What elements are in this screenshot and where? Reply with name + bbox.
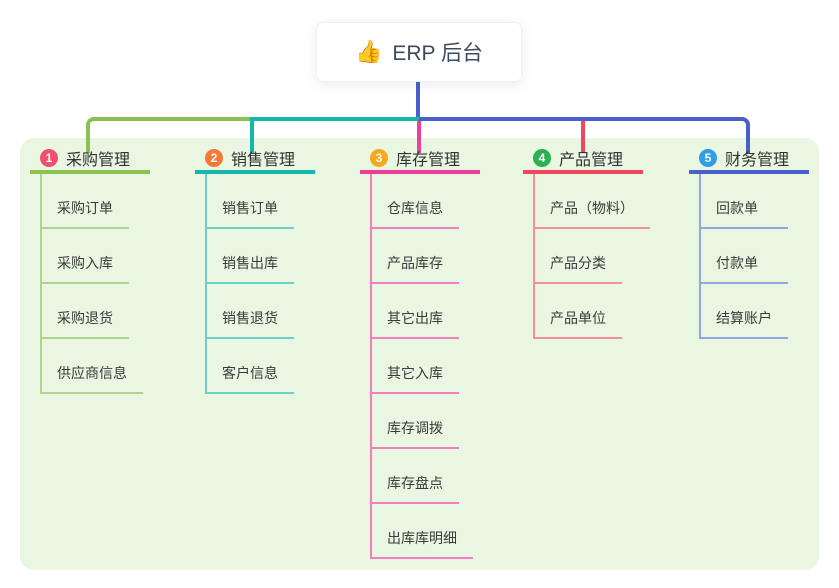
connector-branch3-drop bbox=[417, 121, 421, 153]
child-node[interactable]: 采购入库 bbox=[42, 229, 129, 284]
branch-title-node[interactable]: 2 销售管理 bbox=[195, 146, 315, 174]
branch-children: 销售订单 销售出库 销售退货 客户信息 bbox=[205, 174, 294, 394]
branch-title-label: 财务管理 bbox=[725, 152, 790, 169]
child-node[interactable]: 采购退货 bbox=[42, 284, 129, 339]
child-node[interactable]: 库存盘点 bbox=[372, 449, 459, 504]
child-node[interactable]: 其它入库 bbox=[372, 339, 459, 394]
branch-title-node[interactable]: 3 库存管理 bbox=[360, 146, 480, 174]
connector-branch2-elbow bbox=[250, 117, 419, 153]
child-node[interactable]: 产品单位 bbox=[535, 284, 622, 339]
child-node[interactable]: 库存调拨 bbox=[372, 394, 459, 449]
branches-panel bbox=[20, 138, 819, 570]
child-node[interactable]: 供应商信息 bbox=[42, 339, 143, 394]
root-node-label: ERP 后台 bbox=[392, 42, 484, 65]
child-node[interactable]: 出库库明细 bbox=[372, 504, 473, 559]
child-node[interactable]: 仓库信息 bbox=[372, 174, 459, 229]
thumbs-up-icon: 👍 bbox=[354, 39, 383, 64]
branch-children: 采购订单 采购入库 采购退货 供应商信息 bbox=[40, 174, 143, 394]
branch-title-label: 库存管理 bbox=[396, 152, 461, 169]
branch-title-node[interactable]: 5 财务管理 bbox=[689, 146, 809, 174]
child-node[interactable]: 采购订单 bbox=[42, 174, 129, 229]
branch-number-badge: 3 bbox=[370, 149, 388, 167]
child-node[interactable]: 付款单 bbox=[701, 229, 788, 284]
branch: 5 财务管理 回款单 付款单 结算账户 bbox=[689, 146, 809, 339]
branch-number-badge: 4 bbox=[533, 149, 551, 167]
branch-title-node[interactable]: 4 产品管理 bbox=[523, 146, 643, 174]
connector-branch1-elbow bbox=[86, 117, 252, 153]
child-node[interactable]: 销售出库 bbox=[207, 229, 294, 284]
branch-children: 仓库信息 产品库存 其它出库 其它入库 库存调拨 库存盘点 出库库明细 bbox=[370, 174, 473, 559]
child-node[interactable]: 产品库存 bbox=[372, 229, 459, 284]
branch-title-node[interactable]: 1 采购管理 bbox=[30, 146, 150, 174]
child-node[interactable]: 其它出库 bbox=[372, 284, 459, 339]
connector-root-vertical bbox=[416, 81, 420, 121]
branch-number-badge: 5 bbox=[699, 149, 717, 167]
child-node[interactable]: 回款单 bbox=[701, 174, 788, 229]
branch: 4 产品管理 产品（物料） 产品分类 产品单位 bbox=[523, 146, 650, 339]
connector-branch5-elbow bbox=[419, 117, 750, 153]
connector-branch4-drop bbox=[581, 121, 585, 153]
child-node[interactable]: 销售退货 bbox=[207, 284, 294, 339]
branch-number-badge: 1 bbox=[40, 149, 58, 167]
branch-children: 回款单 付款单 结算账户 bbox=[699, 174, 788, 339]
branch-number-badge: 2 bbox=[205, 149, 223, 167]
child-node[interactable]: 客户信息 bbox=[207, 339, 294, 394]
branch-title-label: 销售管理 bbox=[231, 152, 296, 169]
branch: 1 采购管理 采购订单 采购入库 采购退货 供应商信息 bbox=[30, 146, 150, 394]
child-node[interactable]: 销售订单 bbox=[207, 174, 294, 229]
branch: 3 库存管理 仓库信息 产品库存 其它出库 其它入库 库存调拨 库存盘点 出库库… bbox=[360, 146, 480, 559]
branch-title-label: 采购管理 bbox=[66, 152, 131, 169]
child-node[interactable]: 产品分类 bbox=[535, 229, 622, 284]
branch: 2 销售管理 销售订单 销售出库 销售退货 客户信息 bbox=[195, 146, 315, 394]
branch-children: 产品（物料） 产品分类 产品单位 bbox=[533, 174, 650, 339]
root-node[interactable]: 👍 ERP 后台 bbox=[316, 22, 522, 82]
branch-title-label: 产品管理 bbox=[559, 152, 624, 169]
child-node[interactable]: 产品（物料） bbox=[535, 174, 650, 229]
child-node[interactable]: 结算账户 bbox=[701, 284, 788, 339]
